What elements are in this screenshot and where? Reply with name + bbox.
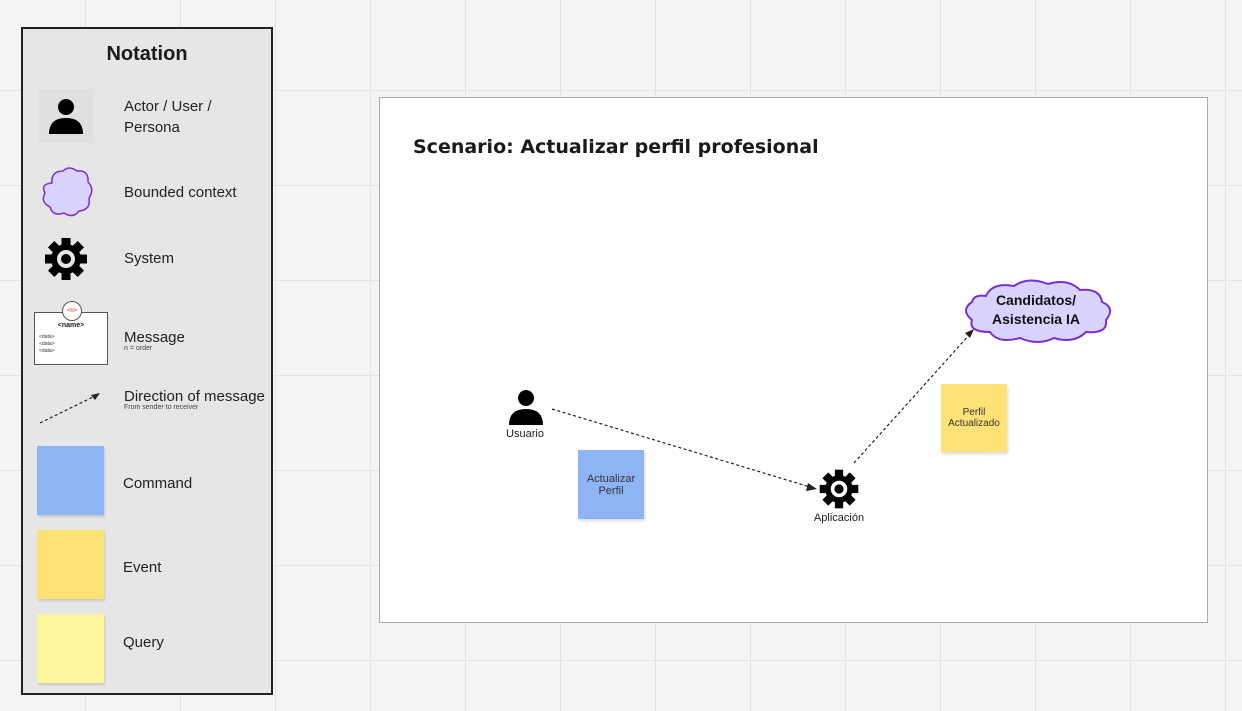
cloud-icon (965, 279, 1112, 343)
command-sticky[interactable]: Actualizar Perfil (578, 450, 644, 519)
scenario-title: Scenario: Actualizar perfil profesional (413, 136, 819, 158)
command-legend-label: Command (123, 475, 193, 492)
arrow-actor-to-system (551, 408, 811, 488)
cloud-icon (37, 165, 97, 220)
gear-icon (41, 234, 91, 284)
event-sticky-line1: Perfil (962, 407, 986, 418)
notation-panel: Notation Actor / User / Persona Bounded … (21, 27, 273, 695)
message-legend-label: Message n = order (124, 327, 185, 352)
event-sticky-swatch (37, 530, 104, 599)
command-sticky-line2: Perfil (598, 484, 624, 497)
bounded-context-line2: Asistencia IA (992, 311, 1080, 327)
scenario-board[interactable]: Scenario: Actualizar perfil profesional … (379, 97, 1208, 623)
arrow-system-to-context-head (965, 329, 974, 338)
system-label: Aplicación (813, 512, 865, 524)
actor-legend-label-line1: Actor / User / (124, 98, 212, 115)
arrow-actor-to-system-head (806, 483, 817, 491)
notation-title: Notation (106, 43, 188, 65)
actor-legend-label-line2: Persona (124, 119, 180, 136)
event-sticky[interactable]: Perfil Actualizado (941, 384, 1007, 452)
direction-legend-title: Direction of message (124, 388, 265, 405)
query-legend-label: Query (123, 634, 164, 651)
message-order-badge: <n> (62, 301, 82, 321)
message-card-data: <data> (39, 348, 55, 354)
actor-legend-label: Actor / User / Persona (124, 96, 212, 138)
message-card-name: <name> (57, 322, 85, 329)
gear-icon[interactable] (816, 466, 862, 512)
person-icon (39, 89, 93, 143)
query-sticky-swatch (37, 614, 104, 683)
message-legend-sub: n = order (124, 345, 153, 352)
message-card-data: <data> (39, 334, 55, 340)
person-icon[interactable] (500, 384, 554, 430)
actor-label: Usuario (506, 428, 544, 440)
message-arrows (551, 329, 974, 491)
message-card-icon: <n> <name> <data> <data> <data> (34, 301, 108, 365)
bounded-context-legend-label: Bounded context (124, 184, 237, 201)
event-sticky-line2: Actualizado (948, 418, 1000, 429)
command-sticky-line1: Actualizar (586, 472, 636, 485)
arrow-system-to-context (853, 333, 971, 464)
bounded-context-label: Candidatos/ Asistencia IA (958, 291, 1114, 329)
dashed-arrow-icon (37, 389, 103, 427)
message-legend-title: Message (124, 329, 185, 346)
command-sticky-swatch (37, 446, 104, 515)
message-card-data: <data> (39, 341, 55, 347)
bounded-context-line1: Candidatos/ (995, 292, 1077, 308)
bounded-context-cloud[interactable]: Candidatos/ Asistencia IA (958, 276, 1118, 346)
direction-legend-sub: From sender to receiver (124, 404, 199, 411)
direction-legend-label: Direction of message From sender to rece… (124, 386, 265, 411)
event-legend-label: Event (123, 559, 162, 576)
system-legend-label: System (124, 250, 175, 267)
